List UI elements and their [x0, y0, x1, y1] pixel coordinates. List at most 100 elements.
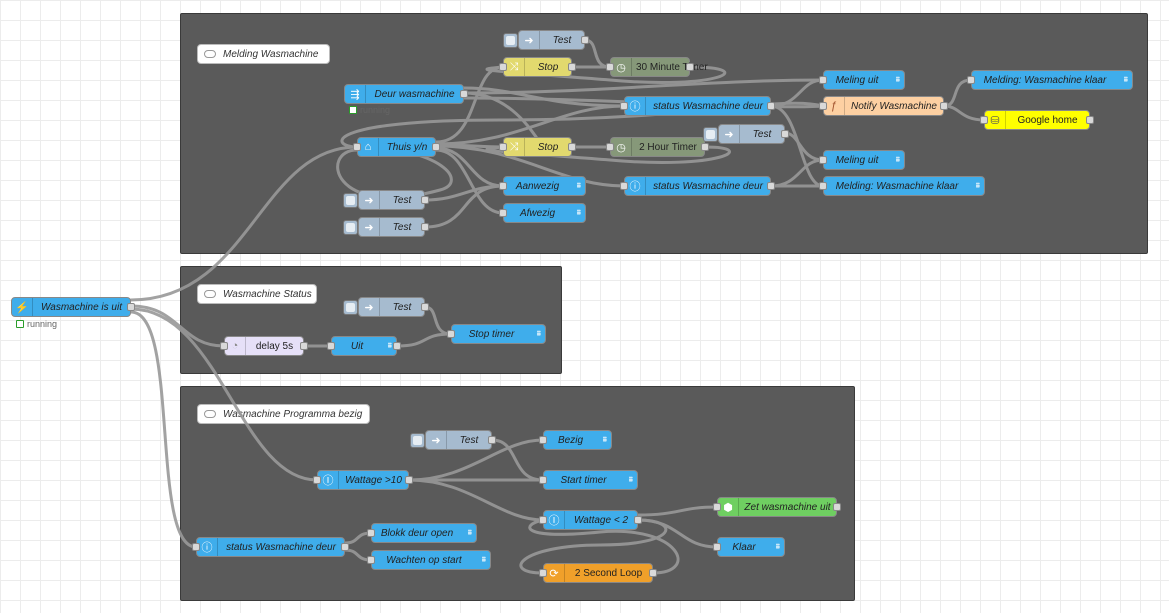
output-port[interactable] [581, 36, 589, 44]
ha-node-blokk-deur-open[interactable]: Blokk deur open ⩩ [367, 523, 477, 543]
inject-button[interactable] [343, 193, 358, 208]
ha-node-bezig[interactable]: Bezig ⩩ [539, 430, 612, 450]
input-port[interactable] [313, 476, 321, 484]
timer-node-2-hour[interactable]: ◷ 2 Hour Timer [606, 137, 709, 157]
loop-node-2-second[interactable]: ⟳ 2 Second Loop [539, 563, 657, 583]
info-icon: ⓘ [625, 97, 646, 115]
inject-button[interactable] [703, 127, 718, 142]
inject-node-g3-test[interactable]: ➜ Test [410, 430, 496, 450]
input-port[interactable] [539, 569, 547, 577]
ha-node-melding-klaar-1[interactable]: Melding: Wasmachine klaar ⩩ [967, 70, 1133, 90]
switch-node-stop-1[interactable]: ⤨ Stop [499, 57, 576, 77]
inject-button[interactable] [503, 33, 518, 48]
ha-node-melding-klaar-2[interactable]: Melding: Wasmachine klaar ⩩ [819, 176, 985, 196]
output-port[interactable] [686, 63, 694, 71]
input-port[interactable] [220, 342, 228, 350]
input-port[interactable] [819, 156, 827, 164]
inject-node-test-top[interactable]: ➜ Test [503, 30, 589, 50]
output-port[interactable] [432, 143, 440, 151]
input-port[interactable] [327, 342, 335, 350]
output-port[interactable] [940, 102, 948, 110]
ha-node-wattage-gt-10[interactable]: Ⓘ Wattage >10 [313, 470, 413, 490]
ha-node-uit[interactable]: Uit ⩩ [327, 336, 401, 356]
ha-node-stop-timer[interactable]: Stop timer ⩩ [447, 324, 546, 344]
output-port[interactable] [781, 130, 789, 138]
input-port[interactable] [620, 102, 628, 110]
action-node-zet-wasmachine-uit[interactable]: ⬢ Zet wasmachine uit [713, 497, 841, 517]
output-port[interactable] [701, 143, 709, 151]
input-port[interactable] [499, 182, 507, 190]
output-port[interactable] [300, 342, 308, 350]
input-port[interactable] [819, 182, 827, 190]
output-port[interactable] [767, 102, 775, 110]
inject-node-test-right[interactable]: ➜ Test [703, 124, 789, 144]
output-port[interactable] [460, 90, 468, 98]
output-port[interactable] [568, 63, 576, 71]
inject-button[interactable] [343, 300, 358, 315]
google-home-node[interactable]: ⛁ Google home [980, 110, 1094, 130]
output-port[interactable] [405, 476, 413, 484]
trigger-node-wasmachine-is-uit[interactable]: ⚡ Wasmachine is uit [11, 297, 135, 317]
input-port[interactable] [192, 543, 200, 551]
comment-wasmachine-status[interactable]: Wasmachine Status [197, 284, 317, 304]
output-port[interactable] [421, 303, 429, 311]
ha-node-wattage-lt-2[interactable]: Ⓘ Wattage < 2 [539, 510, 642, 530]
input-port[interactable] [819, 102, 827, 110]
output-port[interactable] [421, 223, 429, 231]
ha-node-deur-wasmachine[interactable]: ⇶ Deur wasmachine [344, 84, 468, 104]
input-port[interactable] [606, 143, 614, 151]
timer-node-30-minute[interactable]: ◷ 30 Minute Timer [606, 57, 708, 77]
inject-node-test-a[interactable]: ➜ Test [343, 190, 429, 210]
input-port[interactable] [499, 63, 507, 71]
input-port[interactable] [367, 556, 375, 564]
output-port[interactable] [568, 143, 576, 151]
ha-node-meling-uit-1[interactable]: Meling uit ⩩ [819, 70, 905, 90]
ha-node-status-deur-2[interactable]: ⓘ status Wasmachine deur [620, 176, 775, 196]
output-port[interactable] [833, 503, 841, 511]
output-port[interactable] [393, 342, 401, 350]
output-port[interactable] [649, 569, 657, 577]
input-port[interactable] [539, 476, 547, 484]
comment-programma-bezig[interactable]: Wasmachine Programma bezig [197, 404, 370, 424]
comment-melding-wasmachine[interactable]: Melding Wasmachine [197, 44, 330, 64]
ha-node-wachten-op-start[interactable]: Wachten op start ⩩ [367, 550, 491, 570]
inject-button[interactable] [343, 220, 358, 235]
ha-node-klaar[interactable]: Klaar ⩩ [713, 537, 785, 557]
inject-button[interactable] [410, 433, 425, 448]
output-port[interactable] [127, 303, 135, 311]
ha-node-aanwezig[interactable]: Aanwezig ⩩ [499, 176, 586, 196]
input-port[interactable] [819, 76, 827, 84]
output-port[interactable] [767, 182, 775, 190]
input-port[interactable] [967, 76, 975, 84]
output-port[interactable] [341, 543, 349, 551]
input-port[interactable] [499, 143, 507, 151]
output-port[interactable] [634, 516, 642, 524]
switch-node-stop-2[interactable]: ⤨ Stop [499, 137, 576, 157]
input-port[interactable] [980, 116, 988, 124]
input-port[interactable] [367, 529, 375, 537]
function-node-notify[interactable]: ƒ Notify Wasmachine [819, 96, 948, 116]
ha-node-meling-uit-2[interactable]: Meling uit ⩩ [819, 150, 905, 170]
ha-node-g3-status-deur[interactable]: ⓘ status Wasmachine deur [192, 537, 349, 557]
output-port[interactable] [488, 436, 496, 444]
input-port[interactable] [713, 503, 721, 511]
output-port[interactable] [421, 196, 429, 204]
output-port[interactable] [1086, 116, 1094, 124]
input-port[interactable] [447, 330, 455, 338]
input-port[interactable] [620, 182, 628, 190]
input-port[interactable] [499, 209, 507, 217]
group-melding-wasmachine[interactable] [180, 13, 1148, 254]
input-port[interactable] [539, 436, 547, 444]
input-port[interactable] [606, 63, 614, 71]
ha-node-afwezig[interactable]: Afwezig ⩩ [499, 203, 586, 223]
database-icon: ⛁ [985, 111, 1006, 129]
delay-node-5s[interactable]: ◔ delay 5s [220, 336, 308, 356]
input-port[interactable] [353, 143, 361, 151]
input-port[interactable] [713, 543, 721, 551]
inject-node-test-b[interactable]: ➜ Test [343, 217, 429, 237]
inject-node-g2-test[interactable]: ➜ Test [343, 297, 429, 317]
ha-node-thuis[interactable]: ⌂ Thuis y/n [353, 137, 440, 157]
ha-node-status-deur-1[interactable]: ⓘ status Wasmachine deur [620, 96, 775, 116]
ha-node-start-timer[interactable]: Start timer ⩩ [539, 470, 638, 490]
input-port[interactable] [539, 516, 547, 524]
